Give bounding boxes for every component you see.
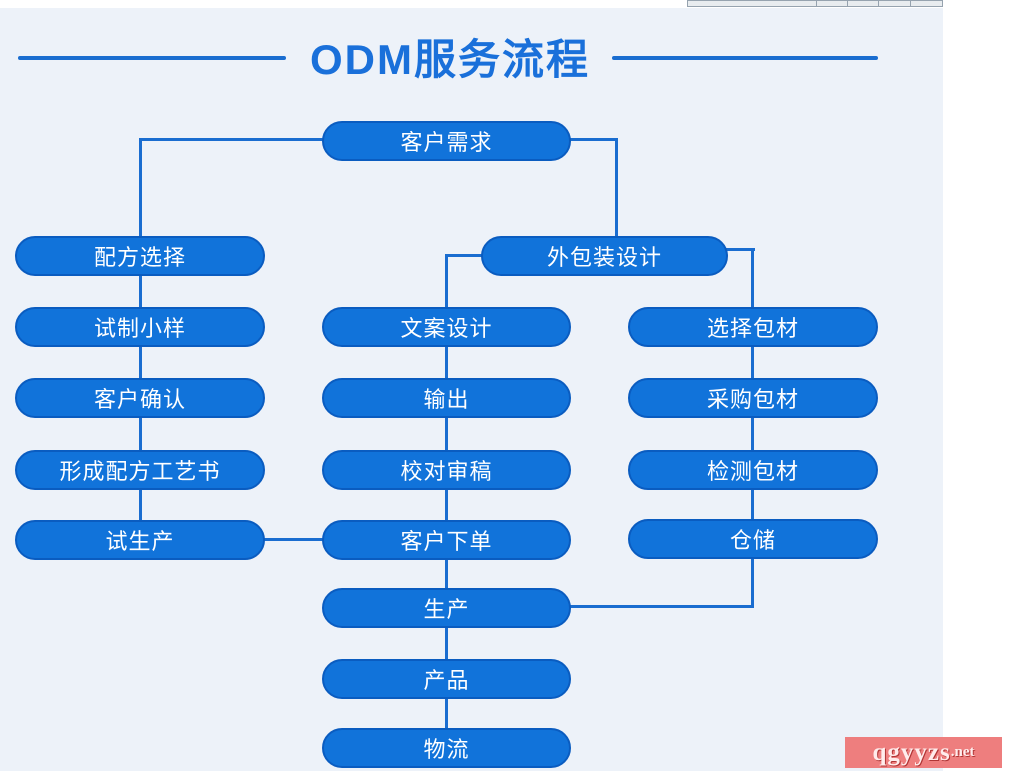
watermark-text-suffix: .net [950, 744, 975, 760]
node-copy-design: 文案设计 [322, 307, 571, 347]
edge-demand-to-formula-h [140, 138, 330, 141]
node-trial-production: 试生产 [15, 520, 265, 560]
node-output: 输出 [322, 378, 571, 418]
edge-middle-column-spine [445, 254, 448, 742]
node-product: 产品 [322, 659, 571, 699]
node-inspect-packaging: 检测包材 [628, 450, 878, 490]
page-title: ODM服务流程 [310, 36, 590, 83]
node-customer-demand: 客户需求 [322, 121, 571, 161]
node-warehousing: 仓储 [628, 519, 878, 559]
node-formula-selection: 配方选择 [15, 236, 265, 276]
edge-demand-to-packaging-v [615, 138, 618, 238]
edge-packaging-to-copy-h [445, 254, 485, 257]
cropped-table-strip [687, 0, 943, 7]
edge-trial-to-order-h [258, 538, 326, 541]
node-customer-order: 客户下单 [322, 520, 571, 560]
node-formula-process-doc: 形成配方工艺书 [15, 450, 265, 490]
node-production: 生产 [322, 588, 571, 628]
strip-divider [878, 1, 879, 6]
node-proofreading: 校对审稿 [322, 450, 571, 490]
edge-demand-to-formula-v [139, 138, 142, 238]
watermark: qgyyzs.net [845, 737, 1002, 768]
edge-warehouse-to-production-h [566, 605, 754, 608]
node-packaging-design: 外包装设计 [481, 236, 728, 276]
edge-right-column-spine [751, 248, 754, 608]
title-rule-right [612, 56, 878, 60]
edge-packaging-to-select-h [723, 248, 755, 251]
node-purchase-packaging: 采购包材 [628, 378, 878, 418]
node-trial-sample: 试制小样 [15, 307, 265, 347]
strip-divider [816, 1, 817, 6]
edge-demand-to-packaging-h [563, 138, 618, 141]
node-select-packaging: 选择包材 [628, 307, 878, 347]
node-logistics: 物流 [322, 728, 571, 768]
title-rule-left [18, 56, 286, 60]
node-customer-confirm: 客户确认 [15, 378, 265, 418]
watermark-text: qgyyzs [872, 738, 951, 766]
strip-divider [910, 1, 911, 6]
strip-divider [847, 1, 848, 6]
